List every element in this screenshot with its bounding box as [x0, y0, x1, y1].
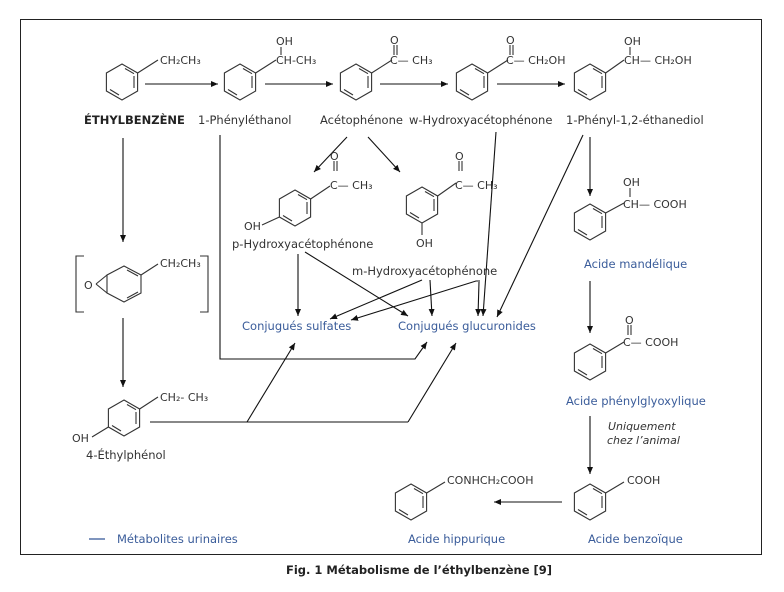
ethylbenzene-label: ÉTHYLBENZÈNE [84, 112, 185, 127]
phenylethanol-label: 1-Phényléthanol [198, 113, 292, 127]
phenyl-ethanediol-oh: OH [624, 35, 641, 48]
ethylphenol-label: 4-Éthylphénol [86, 447, 166, 462]
phenylethanol-structure: OH CH-CH₃ [223, 35, 316, 101]
epoxide-o: O [84, 279, 93, 292]
arrow-ethylphenol-to-glucuronides [407, 342, 457, 423]
hippuric-acid-label: Acide hippurique [408, 532, 505, 546]
conjugates-sulfates: Conjugués sulfates [242, 319, 351, 333]
w-hydroxyacetophenone-o: O [506, 34, 515, 47]
acetophenone-structure: O C— CH₃ [339, 34, 433, 101]
p-hydroxyacetophenone-structure: O C— CH₃ OH [244, 150, 373, 233]
w-hydroxyacetophenone-substituent: C— CH₂OH [506, 54, 565, 67]
arrow-ethanediol-to-glucuronides [496, 134, 584, 318]
acetophenone-substituent: C— CH₃ [390, 54, 433, 67]
benzoic-acid-structure: COOH [573, 474, 660, 521]
arrow-acetophenone-to-p-hydroxy [313, 136, 348, 173]
left-bracket [75, 255, 84, 313]
arrow-acetophenone-to-m-hydroxy [367, 136, 401, 173]
phenylethanol-oh: OH [276, 35, 293, 48]
phenyl-ethanediol-structure: OH CH— CH₂OH [573, 35, 692, 101]
ethylbenzene-substituent: CH₂CH₃ [160, 54, 201, 67]
arrow-m-hydroxy-to-sulfates [329, 279, 423, 320]
phenyl-ethanediol-label: 1-Phényl-1,2-éthanediol [566, 113, 704, 127]
mandelic-acid-oh: OH [623, 176, 640, 189]
arrow-m-hydroxy-to-glucuronides-2 [475, 281, 482, 317]
conjugates-glucuronides: Conjugués glucuronides [398, 319, 536, 333]
ethylphenol-structure: CH₂- CH₃ OH [72, 391, 208, 445]
legend-label: Métabolites urinaires [117, 532, 238, 546]
hippuric-acid-substituent: CONHCH₂COOH [447, 474, 533, 487]
acetophenone-o: O [390, 34, 399, 47]
arrow-ethylphenol-to-sulfates [246, 342, 296, 423]
figure-frame [20, 19, 762, 555]
m-hydroxyacetophenone-label: m-Hydroxyacétophénone [352, 264, 497, 278]
epoxide-substituent: CH₂CH₃ [160, 257, 201, 270]
w-hydroxyacetophenone-structure: O C— CH₂OH [455, 34, 565, 101]
w-hydroxyacetophenone-label: w-Hydroxyacétophénone [409, 113, 552, 127]
ethylphenol-substituent: CH₂- CH₃ [160, 391, 208, 404]
m-hydroxyacetophenone-substituent: C— CH₃ [455, 179, 498, 192]
p-hydroxyacetophenone-label: p-Hydroxyacétophénone [232, 237, 373, 251]
hippuric-acid-structure: CONHCH₂COOH [394, 474, 533, 521]
mandelic-acid-label: Acide mandélique [584, 257, 687, 271]
phenylethanol-substituent: CH-CH₃ [276, 54, 316, 67]
acetophenone-label: Acétophénone [320, 113, 403, 127]
phenylglyoxylic-acid-label: Acide phénylglyoxylique [566, 394, 706, 408]
p-hydroxyacetophenone-oh: OH [244, 220, 261, 233]
arrow-m-hydroxy-to-glucuronides [428, 279, 435, 317]
m-hydroxyacetophenone-oh: OH [416, 237, 433, 250]
animal-only-note-line1: Uniquement [608, 420, 676, 433]
phenyl-ethanediol-substituent: CH— CH₂OH [624, 54, 692, 67]
animal-only-note-line2: chez l’animal [607, 434, 680, 447]
phenylglyoxylic-acid-o: O [625, 314, 634, 327]
mandelic-acid-structure: OH CH— COOH [573, 176, 687, 241]
arrow-m-hydroxy-to-sulfates-2 [350, 280, 480, 321]
ethylphenol-oh: OH [72, 432, 89, 445]
m-hydroxyacetophenone-o: O [455, 150, 464, 163]
arrow-phenylethanol-to-glucuronides [219, 135, 428, 360]
figure-caption: Fig. 1 Métabolisme de l’éthylbenzène [9] [286, 563, 552, 577]
benzoic-acid-label: Acide benzoïque [588, 532, 683, 546]
ethylbenzene-structure: CH₂CH₃ [105, 54, 201, 101]
p-hydroxyacetophenone-o: O [330, 150, 339, 163]
mandelic-acid-substituent: CH— COOH [623, 198, 687, 211]
m-hydroxyacetophenone-structure: O C— CH₃ OH [405, 150, 498, 250]
phenylglyoxylic-acid-substituent: C— COOH [623, 336, 678, 349]
epoxide-structure: O CH₂CH₃ [75, 255, 209, 313]
arrow-p-hydroxy-to-glucuronides [304, 251, 409, 317]
phenylglyoxylic-acid-structure: O C— COOH [573, 314, 678, 381]
arrow-w-hydroxy-to-glucuronides [480, 131, 497, 317]
p-hydroxyacetophenone-substituent: C— CH₃ [330, 179, 373, 192]
right-bracket [200, 255, 209, 313]
benzoic-acid-substituent: COOH [627, 474, 660, 487]
